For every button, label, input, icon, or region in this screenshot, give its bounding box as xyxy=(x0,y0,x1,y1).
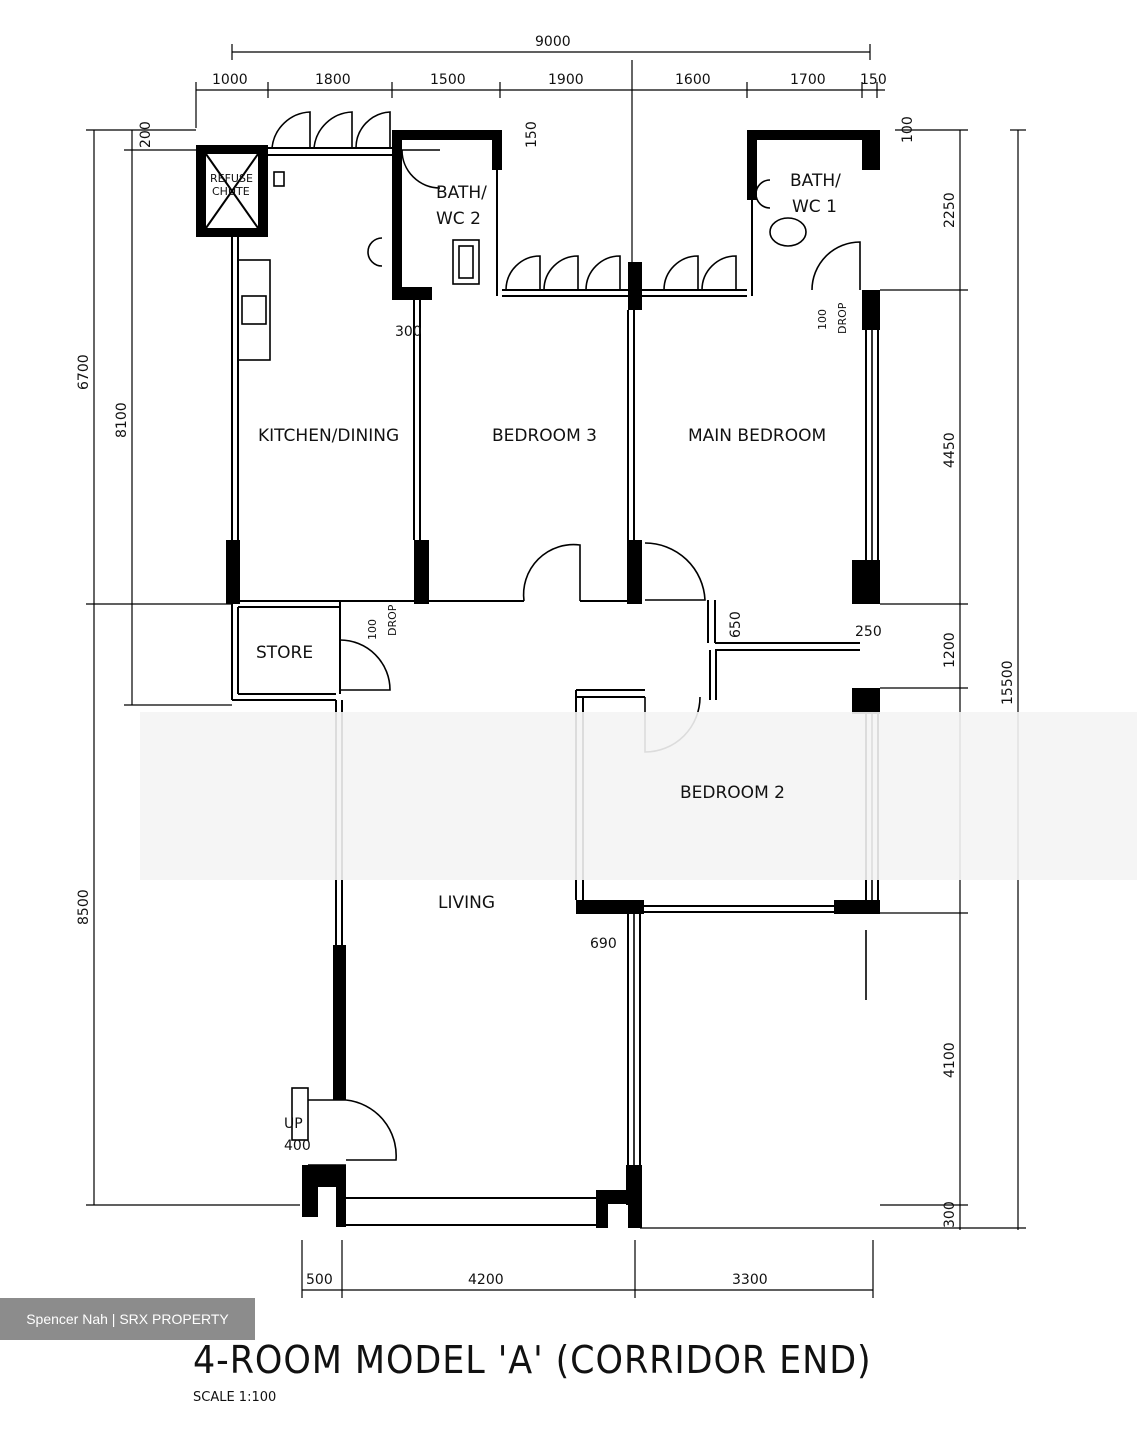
dim-internal-650: 650 xyxy=(728,611,744,638)
drop-note-store: DROP xyxy=(386,604,399,636)
dim-top-7: 150 xyxy=(860,72,887,88)
dim-bottom-1: 500 xyxy=(306,1272,333,1288)
watermark: Spencer Nah | SRX PROPERTY xyxy=(0,1298,255,1340)
room-kitchen-dining: KITCHEN/DINING xyxy=(258,426,399,446)
room-bath-1-line2: WC 1 xyxy=(792,197,837,217)
room-living: LIVING xyxy=(438,893,495,913)
dim-right-2: 2250 xyxy=(942,192,958,228)
dim-top-5: 1600 xyxy=(675,72,711,88)
dim-left-outer-1: 6700 xyxy=(76,354,92,390)
dim-internal-300: 300 xyxy=(395,324,422,340)
dim-right-outer: 15500 xyxy=(1000,660,1016,705)
dim-overall-width: 9000 xyxy=(535,34,571,50)
room-bath-1-line1: BATH/ xyxy=(790,171,841,191)
dim-right-3: 4450 xyxy=(942,432,958,468)
dim-left-inner-2: 8100 xyxy=(114,402,130,438)
dim-right-5: 4100 xyxy=(942,1042,958,1078)
dim-bottom-2: 4200 xyxy=(468,1272,504,1288)
dim-internal-250: 250 xyxy=(855,624,882,640)
dim-left-outer-2: 8500 xyxy=(76,889,92,925)
dim-bottom-3: 3300 xyxy=(732,1272,768,1288)
refuse-chute-line1: REFUSE xyxy=(210,172,253,185)
room-bedroom-3: BEDROOM 3 xyxy=(492,426,597,446)
dim-top-1: 1000 xyxy=(212,72,248,88)
dim-internal-150: 150 xyxy=(524,121,540,148)
room-bath-2-line2: WC 2 xyxy=(436,209,481,229)
drop-note-bath1: DROP xyxy=(836,302,849,334)
dim-top-2: 1800 xyxy=(315,72,351,88)
plan-title: 4-ROOM MODEL 'A' (CORRIDOR END) xyxy=(193,1338,872,1382)
drop-note-store-value: 100 xyxy=(366,619,379,640)
plan-scale: SCALE 1:100 xyxy=(193,1390,277,1405)
blurred-strip xyxy=(140,712,1137,880)
dim-internal-690: 690 xyxy=(590,936,617,952)
room-bedroom-2: BEDROOM 2 xyxy=(680,783,785,803)
drop-note-bath1-value: 100 xyxy=(816,309,829,330)
dim-right-1: 100 xyxy=(900,116,916,143)
refuse-chute-line2: CHUTE xyxy=(212,185,250,198)
walls xyxy=(196,130,880,1228)
dimension-lines xyxy=(86,44,1026,1298)
dim-top-4: 1900 xyxy=(548,72,584,88)
dim-right-6: 300 xyxy=(942,1201,958,1228)
entrance-up-value: 400 xyxy=(284,1138,311,1154)
doors-and-fixtures xyxy=(237,111,873,1166)
room-main-bedroom: MAIN BEDROOM xyxy=(688,426,826,446)
dim-top-6: 1700 xyxy=(790,72,826,88)
entrance-up: UP xyxy=(284,1116,303,1132)
dim-left-inner-1: 200 xyxy=(138,121,154,148)
labels: 9000 1000 1800 1500 1900 1600 1700 150 5… xyxy=(76,34,1016,1288)
dim-right-4: 1200 xyxy=(942,632,958,668)
room-bath-2-line1: BATH/ xyxy=(436,183,487,203)
dim-top-3: 1500 xyxy=(430,72,466,88)
room-store: STORE xyxy=(256,643,313,663)
